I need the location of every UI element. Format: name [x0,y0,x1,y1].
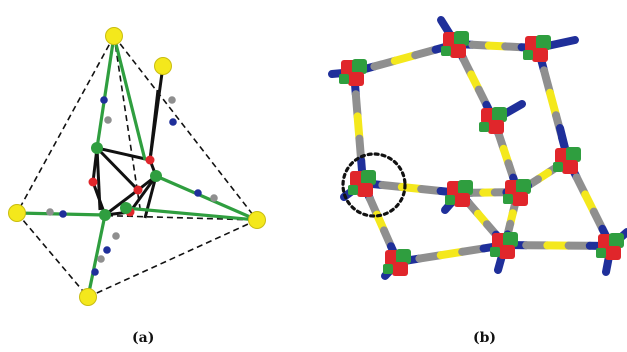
cluster-red-block [392,262,408,276]
linker-bond [125,206,258,222]
cluster-green-block [479,122,489,132]
cluster-node [445,180,473,207]
atom-bead [103,246,111,254]
oxygen-atom [88,177,98,187]
metal-atom [150,170,162,182]
dashed-edge [16,212,89,298]
metal-atom [99,209,111,221]
metal-oxygen-bond [96,146,151,162]
metal-oxygen-bond [148,65,165,161]
atom-bead [112,232,120,240]
cluster-green-block [503,194,513,204]
metal-atom [91,142,103,154]
cluster-node [523,35,551,62]
cluster-green-block [523,50,533,60]
cluster-green-block [609,233,624,248]
yellow-node [8,204,26,222]
cluster-node [348,170,376,197]
cluster-node [441,31,469,58]
atom-bead [169,118,177,126]
atom-bead [104,116,112,124]
cluster-green-block [396,249,411,264]
cluster-red-block [512,192,528,206]
atom-bead [59,210,67,218]
atom-bead [97,255,105,263]
cluster-red-block [499,245,515,259]
atom-bead [194,189,202,197]
metal-oxygen-bond [95,147,102,211]
cluster-green-block [361,170,376,185]
yellow-node [79,288,97,306]
cluster-red-block [357,183,373,197]
oxygen-atom [145,155,155,165]
dotted-circle-icon [341,152,407,218]
cluster-green-block [536,35,551,50]
cluster-green-block [348,185,358,195]
cluster-node [339,59,367,86]
linker-bond [112,35,147,161]
panel-a-caption: (a) [132,330,155,346]
linker-bond [86,214,107,298]
cluster-green-block [553,162,563,172]
yellow-node [248,211,266,229]
cluster-red-block [450,44,466,58]
cluster-node [596,233,624,260]
atom-bead [210,194,218,202]
oxygen-atom [133,185,143,195]
cluster-red-block [488,120,504,134]
metal-oxygen-bond [104,188,139,217]
panel-b-framework-network [328,16,627,280]
yellow-node [154,57,172,75]
cluster-green-block [566,147,581,162]
dashed-edge [16,35,115,214]
cluster-node [383,249,411,276]
cluster-node [553,147,581,174]
cluster-red-block [532,48,548,62]
yellow-node [105,27,123,45]
atom-bead [46,208,54,216]
metal-atom [120,202,132,214]
cluster-green-block [516,179,531,194]
cluster-green-block [458,180,473,195]
cluster-green-block [441,46,451,56]
metal-oxygen-bond [128,175,158,213]
cluster-red-block [348,72,364,86]
cluster-green-block [383,264,393,274]
cluster-red-block [562,160,578,174]
cluster-red-block [454,193,470,207]
panel-a-tetrahedral-cluster [8,27,266,306]
cluster-green-block [352,59,367,74]
cluster-node [503,179,531,206]
linker-bond [95,35,116,149]
cluster-green-block [339,74,349,84]
panel-b-caption: (b) [473,330,497,346]
cluster-green-block [492,107,507,122]
cluster-node [479,107,507,134]
atom-bead [91,268,99,276]
linker-bond [155,174,258,222]
cluster-green-block [596,248,606,258]
metal-oxygen-bond [95,146,140,192]
cluster-green-block [445,195,455,205]
dashed-edge [87,219,258,298]
cluster-green-block [503,232,518,247]
cluster-node [490,232,518,259]
cluster-red-block [605,246,621,260]
dashed-edge [113,35,141,209]
atom-bead [168,96,176,104]
cluster-green-block [490,247,500,257]
atom-bead [100,96,108,104]
cluster-green-block [454,31,469,46]
dashed-edge [113,35,258,221]
